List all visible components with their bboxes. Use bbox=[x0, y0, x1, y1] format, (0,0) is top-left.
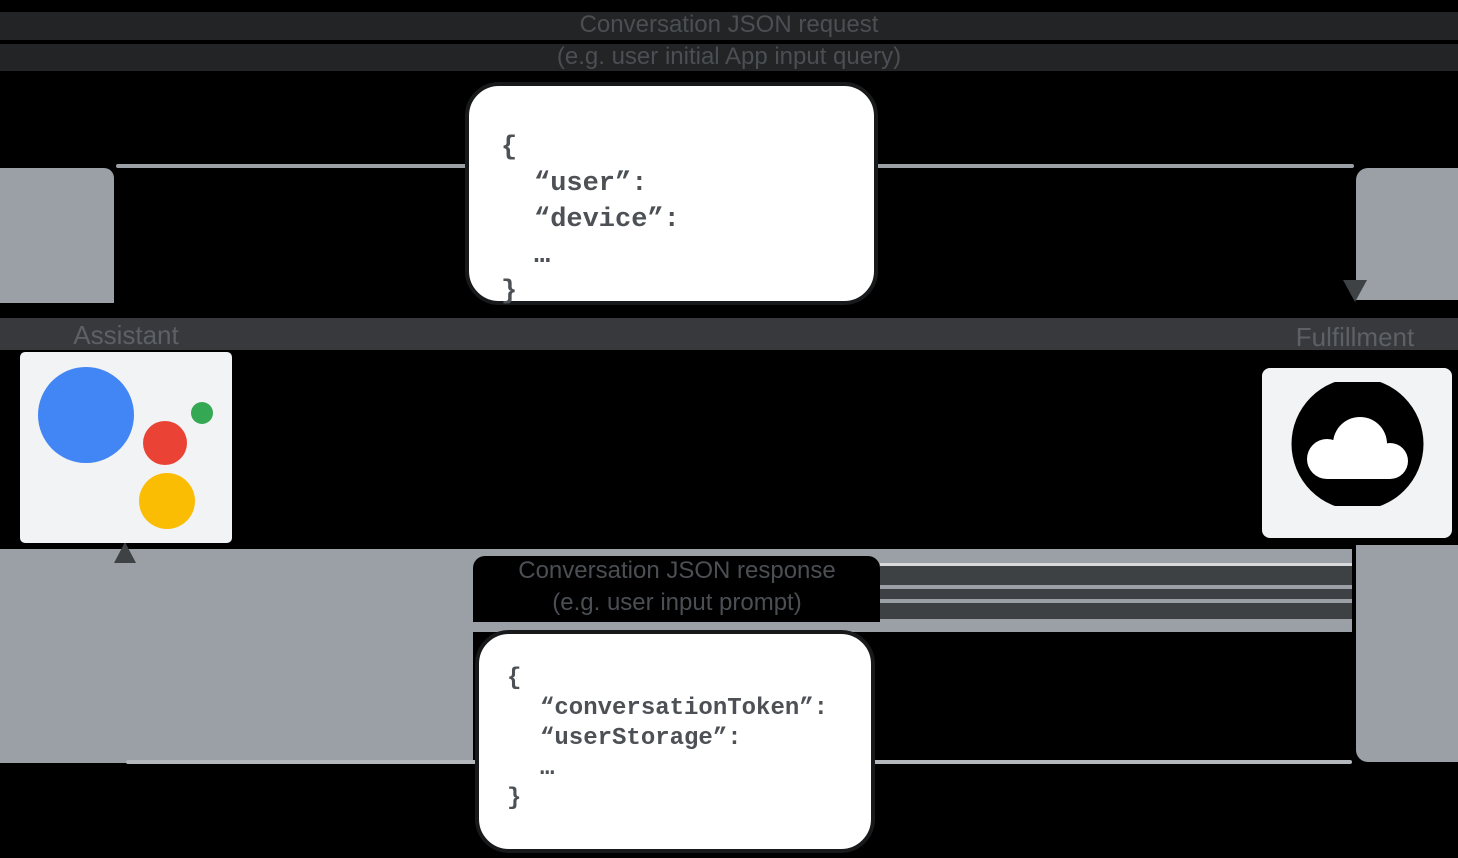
code-line: } bbox=[501, 277, 518, 307]
request-arrowhead-down-icon bbox=[1343, 280, 1367, 302]
code-line: “user”: bbox=[534, 169, 648, 199]
response-label-window bbox=[473, 556, 880, 622]
code-line: “conversationToken”: bbox=[540, 695, 829, 722]
response-arrowhead-up-icon bbox=[114, 542, 136, 563]
code-line: … bbox=[540, 755, 555, 782]
response-flow-region-right bbox=[1356, 545, 1458, 762]
response-flow-region-left bbox=[0, 549, 473, 763]
fulfillment-label: Fulfillment bbox=[1295, 322, 1415, 352]
code-line: { bbox=[501, 133, 518, 163]
request-subtitle: (e.g. user initial App input query) bbox=[556, 43, 902, 70]
code-line: “device”: bbox=[534, 205, 680, 235]
code-line: { bbox=[507, 665, 522, 692]
request-title: Conversation JSON request bbox=[579, 11, 879, 38]
stripe-artifact bbox=[880, 603, 1352, 619]
response-json-box: { “conversationToken”: “userStorage”: … … bbox=[475, 630, 875, 853]
code-line: “userStorage”: bbox=[540, 725, 742, 752]
request-flow-region-right bbox=[1356, 168, 1458, 300]
response-title: Conversation JSON response bbox=[518, 557, 836, 584]
stripe-artifact bbox=[880, 563, 1352, 566]
code-line: … bbox=[534, 241, 551, 271]
assistant-card bbox=[20, 352, 232, 543]
stripe-artifact bbox=[880, 566, 1352, 585]
assistant-blue-circle bbox=[38, 367, 134, 463]
assistant-label: Assistant bbox=[73, 320, 179, 350]
title-band bbox=[0, 12, 1458, 40]
cloud-icon bbox=[1275, 378, 1439, 524]
assistant-green-circle bbox=[191, 402, 213, 424]
stripe-artifact bbox=[880, 589, 1352, 599]
request-json-box: { “user”: “device”: … } bbox=[465, 82, 878, 307]
assistant-yellow-circle bbox=[139, 473, 195, 529]
entity-label-band bbox=[0, 318, 1458, 350]
request-flow-region-left bbox=[0, 168, 114, 303]
response-subtitle: (e.g. user input prompt) bbox=[552, 589, 802, 616]
title-band bbox=[0, 44, 1458, 71]
fulfillment-card bbox=[1262, 368, 1452, 538]
code-line: } bbox=[507, 785, 522, 812]
assistant-red-circle bbox=[143, 421, 187, 465]
